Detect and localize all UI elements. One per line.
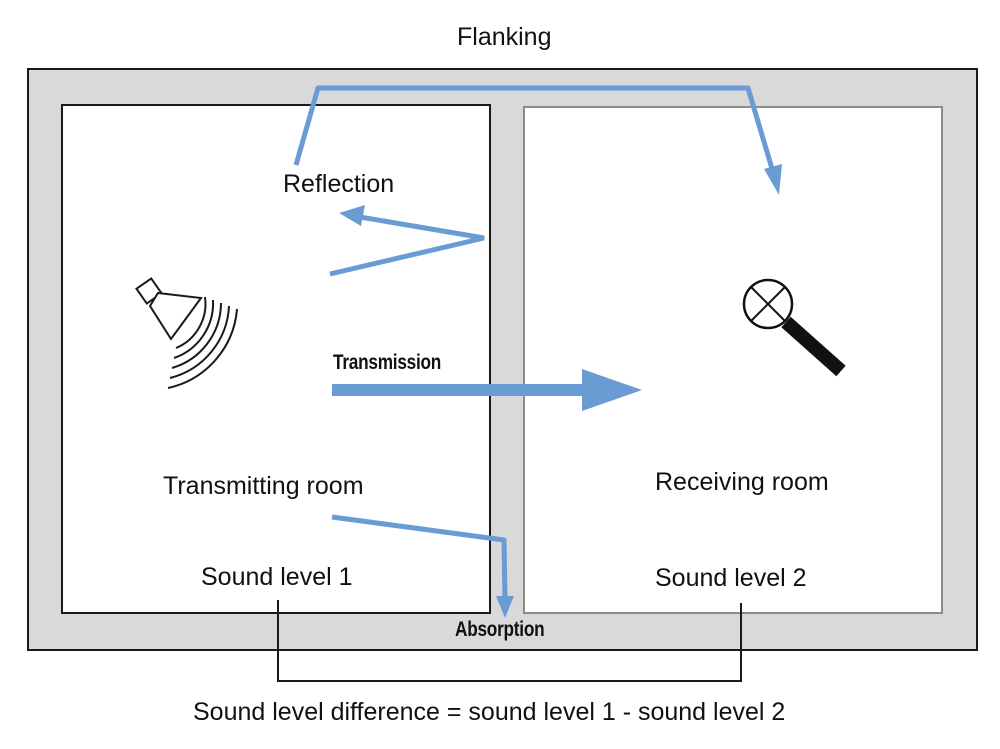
absorption-label: Absorption	[455, 618, 545, 641]
transmitting-room-label: Transmitting room	[163, 472, 364, 500]
microphone-icon	[742, 278, 846, 377]
diagram-title: Flanking	[457, 23, 552, 51]
receiving-room-label: Receiving room	[655, 468, 829, 496]
transmission-arrowhead	[582, 369, 642, 411]
sound-level-2-label: Sound level 2	[655, 564, 807, 592]
transmission-label: Transmission	[333, 351, 442, 374]
reflection-label: Reflection	[283, 170, 395, 198]
flanking-arrowhead	[764, 164, 782, 195]
receiving-room	[523, 106, 943, 614]
absorption-arrowhead	[496, 596, 514, 618]
level-difference-bracket	[277, 600, 742, 682]
level-difference-formula: Sound level difference = sound level 1 -…	[193, 698, 786, 726]
transmission-arrow-shaft	[332, 384, 584, 396]
sound-level-1-label: Sound level 1	[201, 563, 353, 591]
reflection-arrow	[329, 213, 485, 277]
absorption-arrow	[331, 514, 508, 599]
reflection-arrowhead	[339, 205, 365, 226]
flanking-arrow	[293, 85, 779, 183]
loudspeaker-icon	[135, 277, 238, 389]
